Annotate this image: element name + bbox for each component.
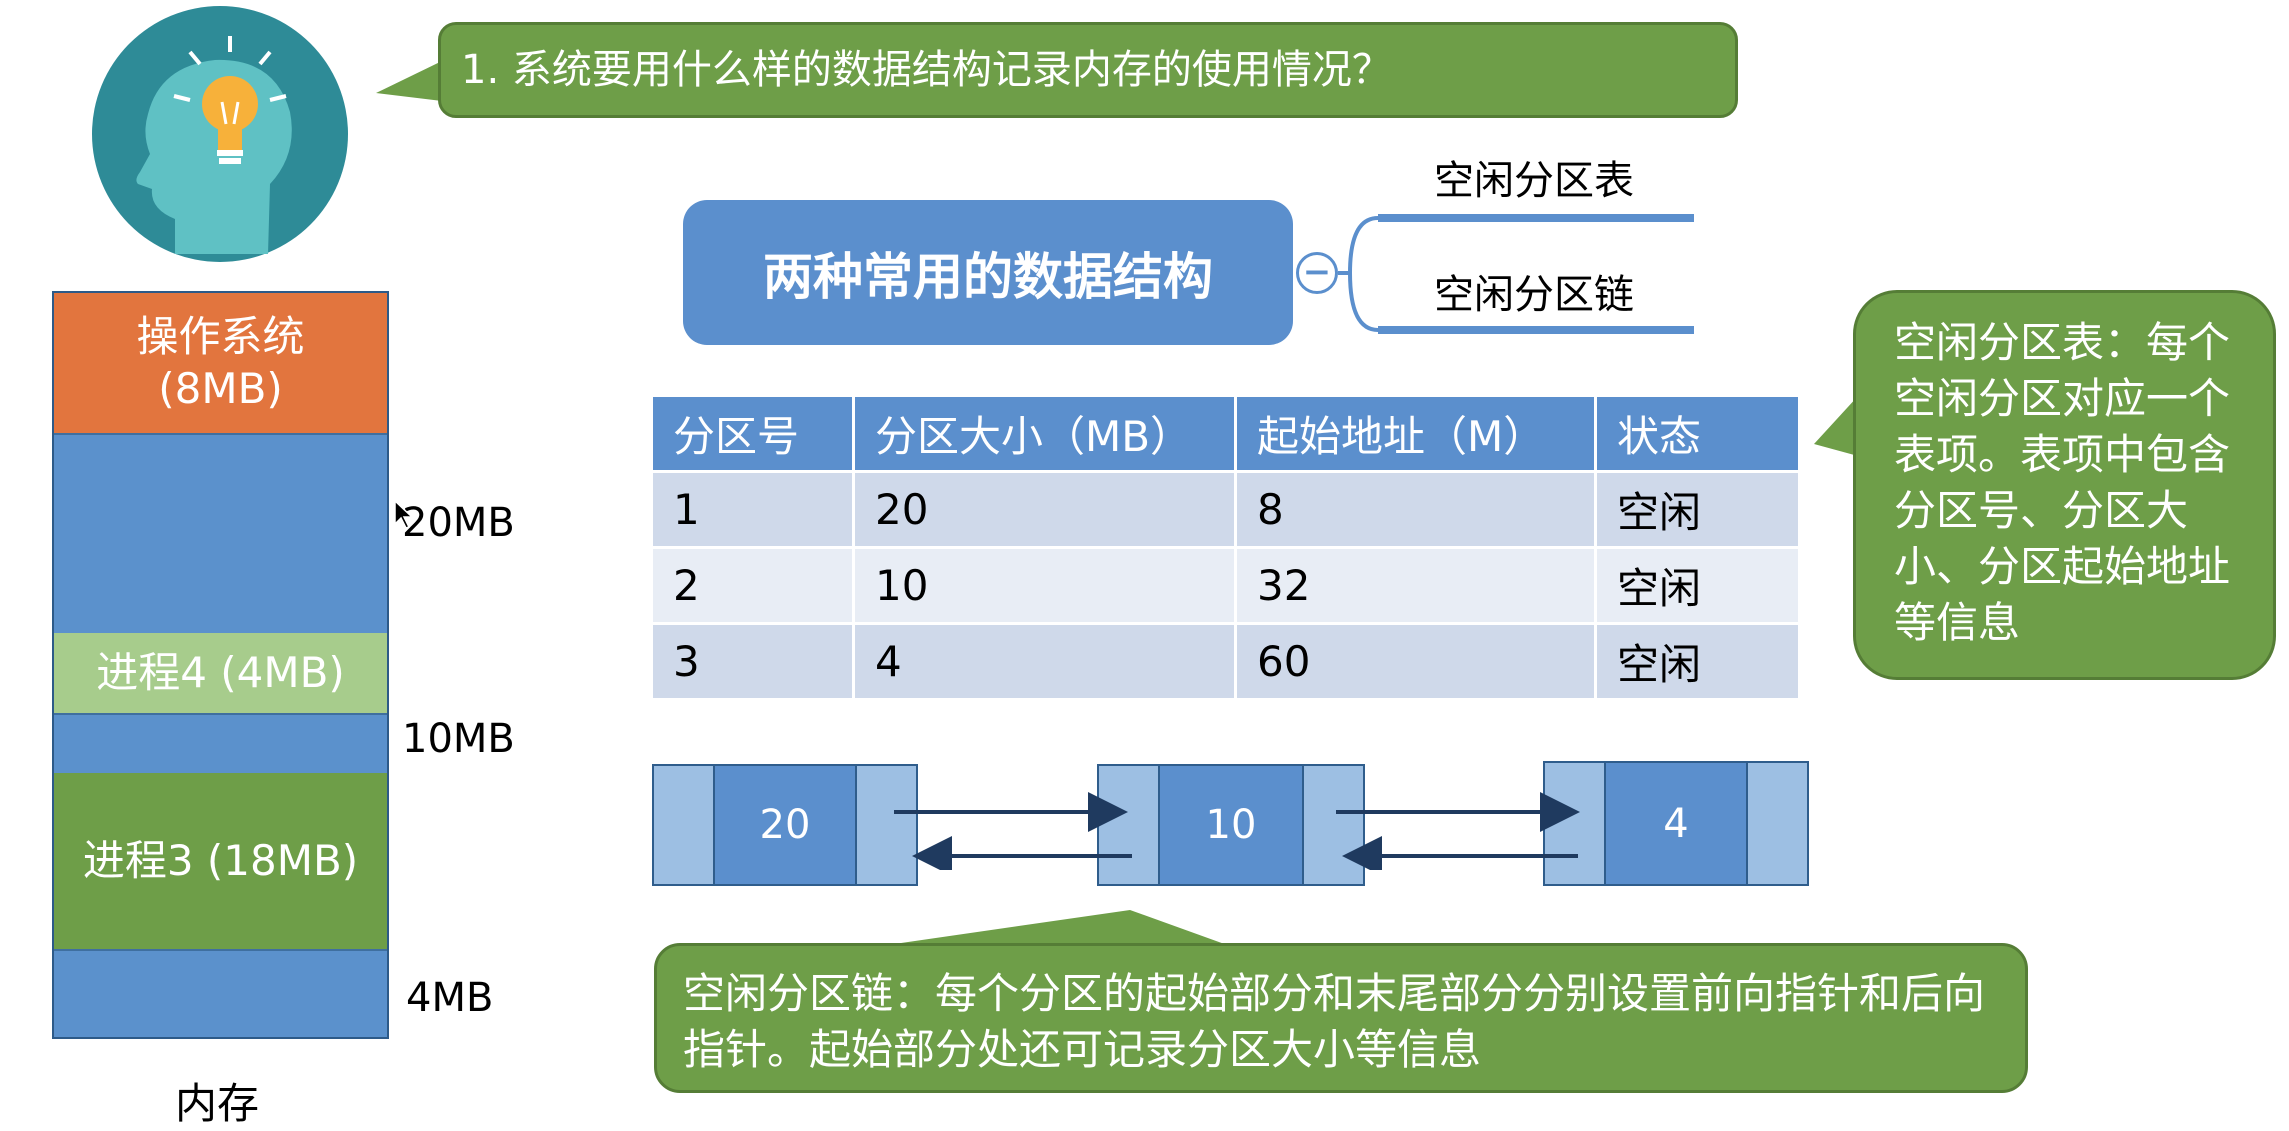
memory-caption: 内存	[175, 1079, 260, 1128]
node-size-value: 20	[712, 766, 858, 884]
table-cell: 3	[650, 622, 855, 701]
memory-segment-process3: 进程3 (18MB)	[54, 773, 387, 949]
size-label-4mb: 4MB	[406, 975, 494, 1021]
memory-segment-free-20mb	[54, 433, 387, 633]
table-header-cell: 起始地址（M）	[1234, 394, 1597, 473]
table-row: 1 20 8 空闲	[650, 470, 1801, 549]
memory-segment-free-10mb	[54, 713, 387, 773]
mindmap-branch-connectors	[1338, 214, 1694, 334]
table-desc-bubble-tail	[1814, 396, 1858, 456]
table-cell: 10	[852, 546, 1237, 625]
table-cell: 空闲	[1594, 546, 1801, 625]
table-header-row: 分区号 分区大小（MB） 起始地址（M） 状态	[650, 394, 1801, 473]
table-cell: 空闲	[1594, 470, 1801, 549]
table-row: 3 4 60 空闲	[650, 622, 1801, 701]
free-partition-table: 分区号 分区大小（MB） 起始地址（M） 状态 1 20 8 空闲 2 10 3…	[650, 394, 1801, 701]
table-cell: 32	[1234, 546, 1597, 625]
node-size-value: 10	[1158, 766, 1304, 884]
size-label-20mb: 20MB	[402, 500, 515, 546]
collapse-toggle-button[interactable]: −	[1296, 252, 1338, 294]
chain-desc-bubble-tail	[880, 910, 1230, 946]
table-row: 2 10 32 空闲	[650, 546, 1801, 625]
table-cell: 1	[650, 470, 855, 549]
node-next-pointer	[857, 766, 917, 884]
question-text: 1. 系统要用什么样的数据结构记录内存的使用情况？	[461, 47, 1392, 93]
mouse-cursor-icon	[394, 500, 414, 529]
memory-bar: 操作系统 (8MB) 进程4 (4MB) 进程3 (18MB)	[52, 291, 389, 1039]
memory-segment-process4: 进程4 (4MB)	[54, 633, 387, 713]
thinker-lightbulb-icon	[92, 6, 348, 262]
node-prev-pointer	[654, 766, 713, 884]
table-header-cell: 分区大小（MB）	[852, 394, 1237, 473]
question-bubble-tail	[376, 61, 442, 101]
table-cell: 2	[650, 546, 855, 625]
memory-segment-free-4mb	[54, 949, 387, 1037]
table-cell: 4	[852, 622, 1237, 701]
question-bubble: 1. 系统要用什么样的数据结构记录内存的使用情况？	[438, 22, 1738, 118]
table-cell: 20	[852, 470, 1237, 549]
table-header-cell: 状态	[1594, 394, 1801, 473]
list-node-2: 10	[1097, 764, 1365, 886]
memory-segment-os: 操作系统 (8MB)	[54, 293, 387, 433]
chain-description-bubble: 空闲分区链：每个分区的起始部分和末尾部分分别设置前向指针和后向指针。起始部分处还…	[654, 943, 2028, 1093]
mindmap-root-node[interactable]: 两种常用的数据结构	[683, 200, 1293, 345]
size-label-10mb: 10MB	[402, 716, 515, 762]
mindmap-branch-free-chain[interactable]: 空闲分区链	[1434, 272, 1634, 318]
list-node-1: 20	[652, 764, 918, 886]
table-cell: 空闲	[1594, 622, 1801, 701]
table-cell: 60	[1234, 622, 1597, 701]
node-size-value: 4	[1603, 763, 1749, 884]
table-header-cell: 分区号	[650, 394, 855, 473]
node-next-pointer	[1748, 763, 1808, 884]
table-cell: 8	[1234, 470, 1597, 549]
list-pointer-arrows	[894, 792, 1580, 870]
mindmap-branch-free-table[interactable]: 空闲分区表	[1434, 158, 1634, 204]
table-description-bubble: 空闲分区表：每个空闲分区对应一个表项。表项中包含分区号、分区大小、分区起始地址等…	[1853, 290, 2276, 680]
